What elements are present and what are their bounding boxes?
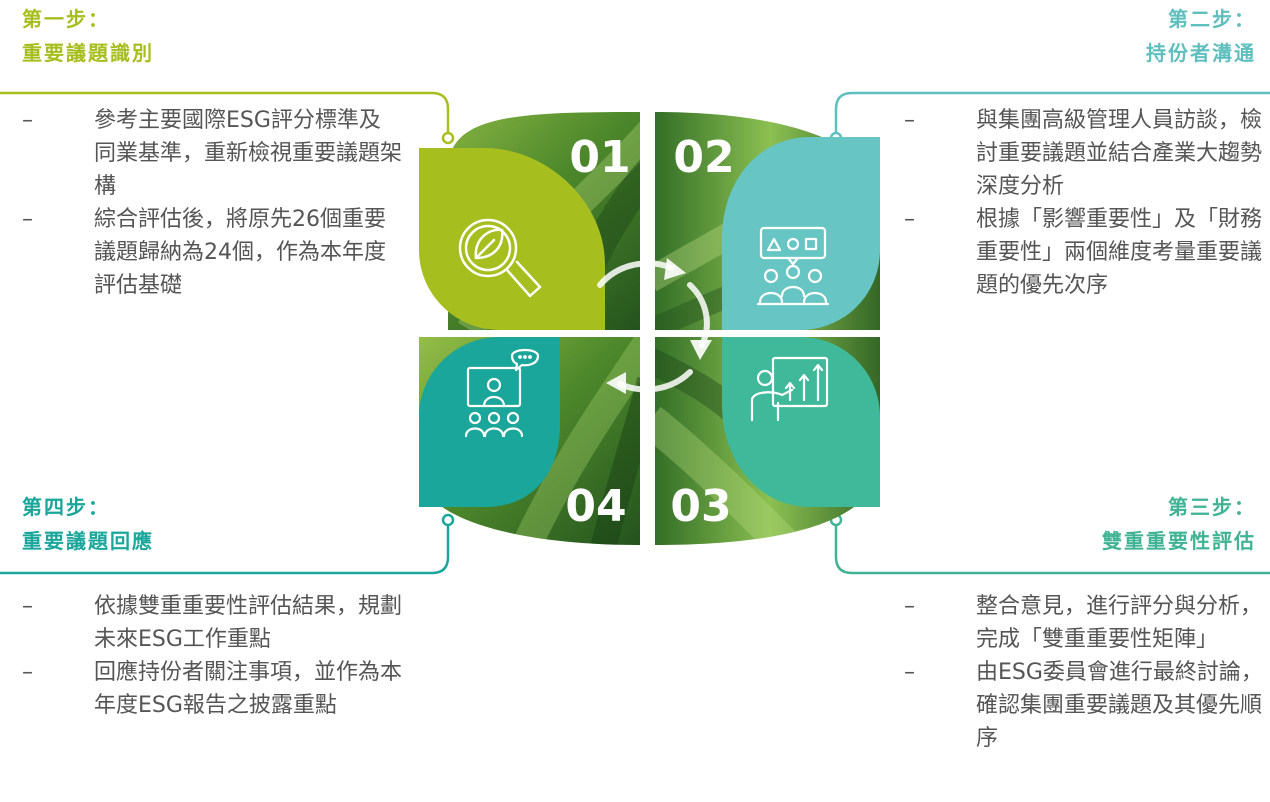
- step-4-points: 依據雙重重要性評估結果，規劃未來ESG工作重點 回應持份者關注事項，並作為本年度…: [22, 590, 402, 722]
- step-3-number: 03: [670, 481, 731, 532]
- step-3-points: 整合意見，進行評分與分析，完成「雙重重要性矩陣」 由ESG委員會進行最終討論，確…: [904, 590, 1266, 755]
- step-2-petal: [722, 137, 880, 330]
- step-4-heading: 第四步： 重要議題回應: [22, 490, 154, 558]
- step-3-petal: [722, 337, 880, 507]
- list-item: 回應持份者關注事項，並作為本年度ESG報告之披露重點: [22, 656, 402, 722]
- step-4-title: 重要議題回應: [22, 529, 154, 553]
- presenter-chart-icon: [750, 356, 829, 422]
- step-2-points: 與集團高級管理人員訪談，檢討重要議題並結合產業大趨勢深度分析 根據「影響重要性」…: [904, 104, 1266, 302]
- step-3-heading: 第三步： 雙重重要性評估: [1102, 490, 1256, 558]
- step-2-heading: 第二步： 持份者溝通: [1146, 2, 1256, 70]
- step-2-title: 持份者溝通: [1146, 41, 1256, 65]
- list-item: 根據「影響重要性」及「財務重要性」兩個維度考量重要議題的優先次序: [904, 203, 1266, 302]
- presentation-audience-icon: [464, 348, 540, 438]
- list-item: 與集團高級管理人員訪談，檢討重要議題並結合產業大趨勢深度分析: [904, 104, 1266, 203]
- list-item: 綜合評估後，將原先26個重要議題歸納為24個，作為本年度評估基礎: [22, 203, 402, 302]
- list-item: 整合意見，進行評分與分析，完成「雙重重要性矩陣」: [904, 590, 1266, 656]
- step-1-title: 重要議題識別: [22, 41, 154, 65]
- step-1-number: 01: [569, 132, 630, 183]
- cycle-arrows-icon: [597, 260, 710, 393]
- step-2-number: 02: [673, 132, 734, 183]
- list-item: 依據雙重重要性評估結果，規劃未來ESG工作重點: [22, 590, 402, 656]
- leaf-magnifier-icon: [458, 218, 542, 298]
- step-1-heading: 第一步： 重要議題識別: [22, 2, 154, 70]
- list-item: 參考主要國際ESG評分標準及同業基準，重新檢視重要議題架構: [22, 104, 402, 203]
- step-2-label: 第二步：: [1168, 7, 1256, 31]
- step-3-label: 第三步：: [1168, 495, 1256, 519]
- step-4-label: 第四步：: [22, 495, 110, 519]
- list-item: 由ESG委員會進行最終討論，確認集團重要議題及其優先順序: [904, 656, 1266, 755]
- step-4-number: 04: [565, 481, 626, 532]
- step-1-label: 第一步：: [22, 7, 110, 31]
- stakeholder-meeting-icon: [756, 226, 830, 306]
- step-1-points: 參考主要國際ESG評分標準及同業基準，重新檢視重要議題架構 綜合評估後，將原先2…: [22, 104, 402, 302]
- step-3-title: 雙重重要性評估: [1102, 529, 1256, 553]
- step-1-petal: [419, 148, 605, 330]
